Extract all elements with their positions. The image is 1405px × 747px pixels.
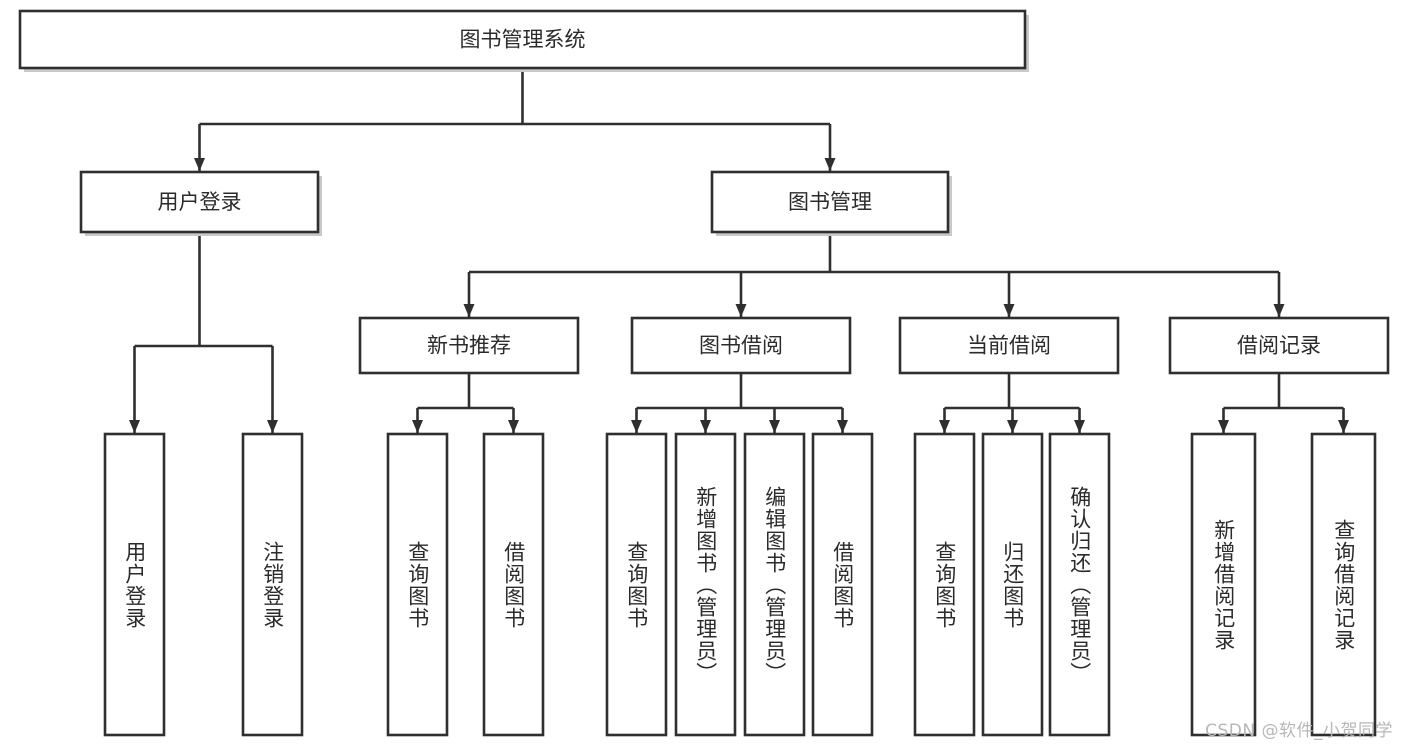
node-box-leaf-borrow-book-2[interactable] bbox=[811, 432, 874, 737]
arrow-head bbox=[837, 420, 848, 433]
node-box-user-login[interactable] bbox=[79, 170, 320, 234]
node-label-current-borrow: 当前借阅 bbox=[967, 334, 1051, 358]
node-box-leaf-add-book[interactable] bbox=[674, 432, 737, 737]
node-box-new-book-rec[interactable] bbox=[358, 316, 580, 375]
arrow-head bbox=[824, 158, 836, 171]
node-box-group bbox=[18, 9, 1390, 737]
arrow-head bbox=[939, 420, 950, 433]
arrow-head bbox=[412, 420, 423, 433]
node-label-book-manage: 图书管理 bbox=[788, 190, 872, 214]
arrow-head bbox=[1273, 304, 1285, 317]
arrow-head bbox=[1338, 420, 1349, 433]
node-box-leaf-add-record[interactable] bbox=[1190, 432, 1257, 737]
arrow-head bbox=[129, 420, 140, 433]
arrow-head bbox=[267, 420, 278, 433]
arrow-head bbox=[631, 420, 642, 433]
node-box-leaf-query-book-3[interactable] bbox=[913, 432, 976, 737]
arrow-head bbox=[700, 420, 711, 433]
arrow-head bbox=[194, 158, 205, 171]
node-box-book-manage[interactable] bbox=[710, 170, 950, 234]
node-box-leaf-query-book-2[interactable] bbox=[605, 432, 668, 737]
node-box-leaf-edit-book[interactable] bbox=[743, 432, 806, 737]
connector-group bbox=[129, 68, 1349, 433]
node-label-root: 图书管理系统 bbox=[460, 28, 586, 52]
arrow-head bbox=[1007, 420, 1018, 433]
node-label-new-book-rec: 新书推荐 bbox=[427, 334, 511, 358]
node-box-leaf-borrow-book-1[interactable] bbox=[482, 432, 545, 737]
arrow-head bbox=[1003, 304, 1015, 317]
node-box-leaf-query-record[interactable] bbox=[1310, 432, 1377, 737]
node-box-book-borrow[interactable] bbox=[630, 316, 852, 375]
node-box-root[interactable] bbox=[18, 9, 1027, 70]
arrow-head bbox=[508, 420, 519, 433]
node-label-user-login: 用户登录 bbox=[158, 190, 242, 214]
watermark-text: CSDN @软件_小贺同学 bbox=[1205, 721, 1393, 741]
node-label-borrow-record: 借阅记录 bbox=[1237, 334, 1321, 358]
node-box-leaf-user-logout[interactable] bbox=[241, 432, 304, 737]
node-box-leaf-user-login[interactable] bbox=[103, 432, 166, 737]
node-label-book-borrow: 图书借阅 bbox=[699, 334, 783, 358]
node-box-leaf-confirm-return[interactable] bbox=[1048, 432, 1111, 737]
arrow-head bbox=[1074, 420, 1085, 433]
arrow-head bbox=[1218, 420, 1229, 433]
arrow-head bbox=[463, 304, 475, 317]
node-box-borrow-record[interactable] bbox=[1168, 316, 1390, 375]
node-box-leaf-return-book[interactable] bbox=[981, 432, 1044, 737]
node-box-leaf-query-book-1[interactable] bbox=[386, 432, 449, 737]
arrow-head bbox=[735, 304, 747, 317]
arrow-head bbox=[769, 420, 780, 433]
node-box-current-borrow[interactable] bbox=[898, 316, 1120, 375]
